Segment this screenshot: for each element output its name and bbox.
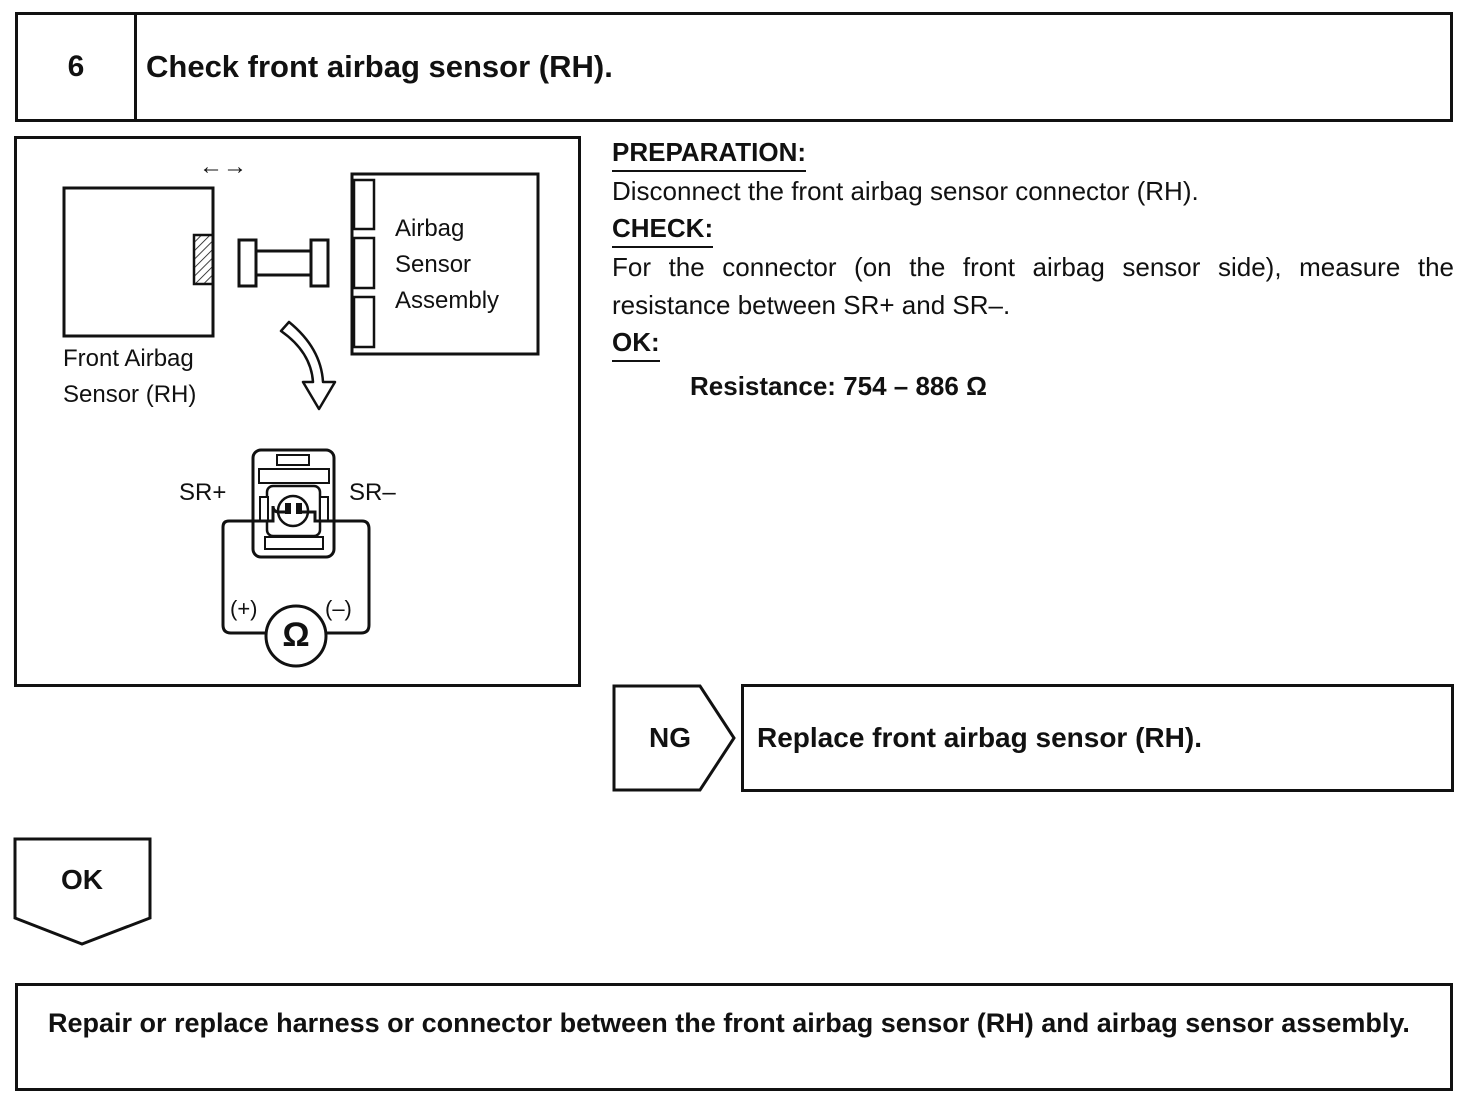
sensor-label-line2: Sensor (RH): [63, 381, 197, 408]
ok-arrow-tag: [13, 837, 152, 946]
sensor-label-line1: Front Airbag: [63, 345, 194, 372]
instructions: PREPARATION: Disconnect the front airbag…: [612, 134, 1454, 406]
terminal-sr-minus-label: SR–: [349, 479, 396, 506]
curved-arrow-icon: [279, 320, 337, 411]
probe-lead-plus: [221, 505, 287, 635]
diagram-drawing: [62, 172, 540, 668]
front-airbag-sensor-body: [62, 186, 215, 338]
connector-diagram: ←→ Front Airbag Sensor (RH) Airbag Senso…: [14, 136, 581, 687]
preparation-heading: PREPARATION:: [612, 136, 807, 172]
preparation-text: Disconnect the front airbag sensor conne…: [612, 176, 1199, 206]
check-text: For the connector (on the front airbag s…: [612, 252, 1454, 320]
assembly-label-line2: Sensor: [395, 251, 472, 278]
harness-plug-icon: [237, 238, 330, 288]
ng-label: NG: [649, 722, 691, 753]
terminal-sr-plus-label: SR+: [179, 479, 227, 506]
check-heading: CHECK:: [612, 212, 714, 248]
final-action-box: Repair or replace harness or connector b…: [15, 983, 1453, 1091]
ng-action-text: Replace front airbag sensor (RH).: [757, 722, 1202, 753]
probe-plus-label: (+): [230, 596, 258, 621]
step-number: 6: [18, 15, 137, 119]
disconnect-arrows-icon: ←→: [199, 153, 247, 180]
connector-face-icon: [251, 448, 336, 559]
final-action-text: Repair or replace harness or connector b…: [48, 1008, 1410, 1038]
ng-action-box: Replace front airbag sensor (RH).: [741, 684, 1454, 792]
assembly-label-line1: Airbag: [395, 215, 465, 242]
probe-lead-minus: [300, 510, 371, 635]
ng-arrow-tag: [612, 684, 736, 792]
step-title: Check front airbag sensor (RH).: [146, 49, 613, 84]
ok-label: OK: [61, 864, 103, 895]
ohm-symbol-icon: Ω: [282, 616, 310, 654]
probe-minus-label: (–): [325, 596, 352, 621]
step-header: 6 Check front airbag sensor (RH).: [15, 12, 1453, 122]
airbag-sensor-assembly-body: [350, 172, 540, 356]
ohmmeter-icon: [264, 604, 328, 668]
assembly-label-line3: Assembly: [395, 287, 500, 314]
ok-heading: OK:: [612, 326, 660, 362]
resistance-spec: Resistance: 754 – 886 Ω: [690, 371, 987, 401]
sensor-connector-hatched: [192, 233, 215, 286]
